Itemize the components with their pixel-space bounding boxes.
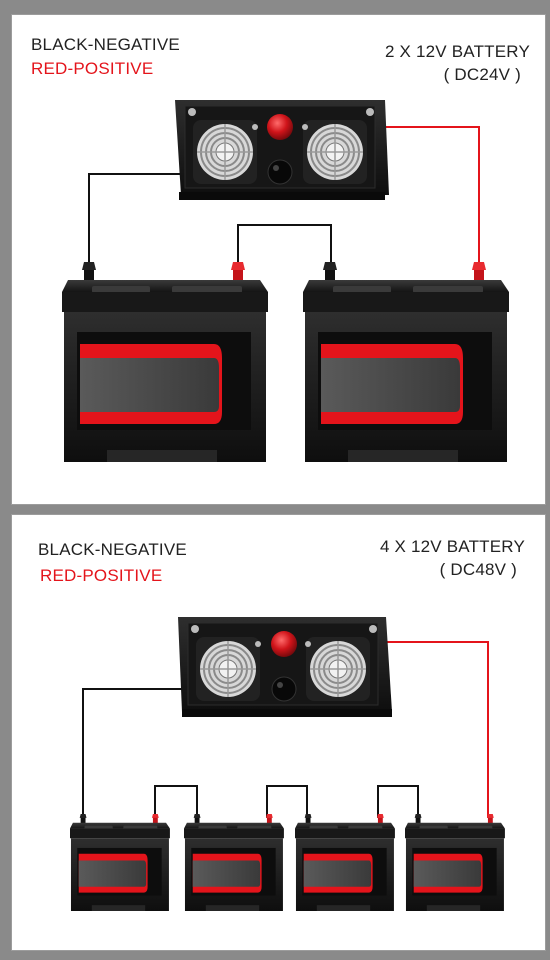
series-link-wire [237, 224, 332, 266]
config-title: 4 X 12V BATTERY [379, 537, 525, 556]
inverter-icon [178, 617, 392, 717]
battery-icon [295, 814, 395, 911]
fan-icon [303, 120, 367, 184]
config-title: 2 X 12V BATTERY [384, 42, 530, 61]
config-voltage: ( DC24V ) [443, 65, 521, 84]
fan-icon [306, 637, 370, 701]
battery-icon [303, 262, 509, 462]
legend-negative: BLACK-NEGATIVE [31, 35, 180, 54]
series-link-wire [377, 785, 419, 818]
inverter-icon [175, 100, 389, 200]
legend-negative: BLACK-NEGATIVE [38, 540, 187, 559]
fan-icon [193, 120, 257, 184]
negative-wire [82, 688, 190, 818]
legend-positive: RED-POSITIVE [40, 566, 163, 585]
positive-terminal-icon [267, 114, 293, 140]
config-voltage: ( DC48V ) [439, 560, 517, 579]
positive-terminal-icon [271, 631, 297, 657]
series-link-wire [154, 785, 198, 818]
negative-wire [88, 173, 192, 266]
series-link-wire [266, 785, 308, 818]
fan-icon [196, 637, 260, 701]
legend-positive: RED-POSITIVE [31, 59, 154, 78]
battery-icon [184, 814, 284, 911]
battery-icon [70, 814, 170, 911]
negative-terminal-icon [271, 676, 297, 702]
negative-terminal-icon [267, 159, 293, 185]
battery-icon [62, 262, 268, 462]
battery-icon [405, 814, 505, 911]
